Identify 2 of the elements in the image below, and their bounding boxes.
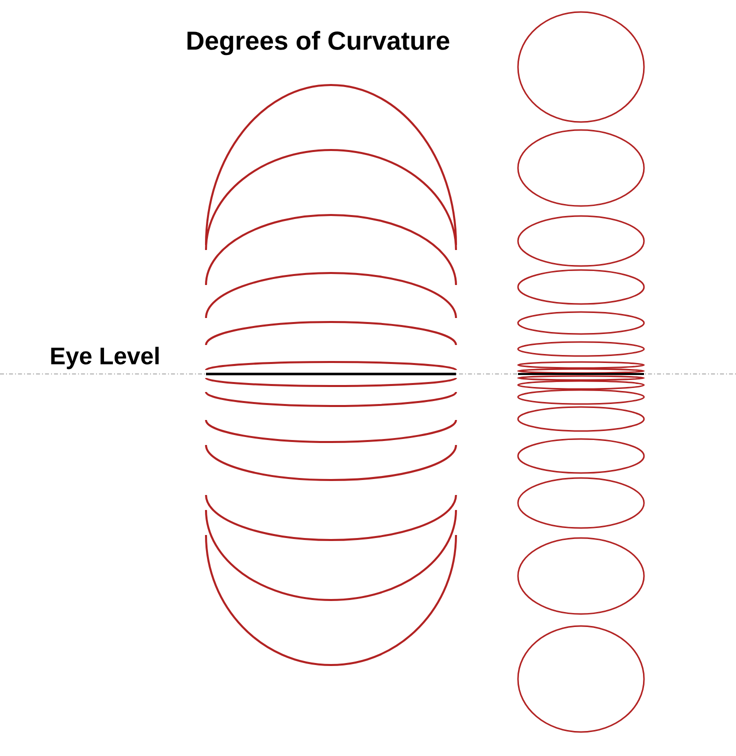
- title: Degrees of Curvature: [188, 30, 450, 56]
- eye-level-label: Eye Level: [51, 346, 159, 370]
